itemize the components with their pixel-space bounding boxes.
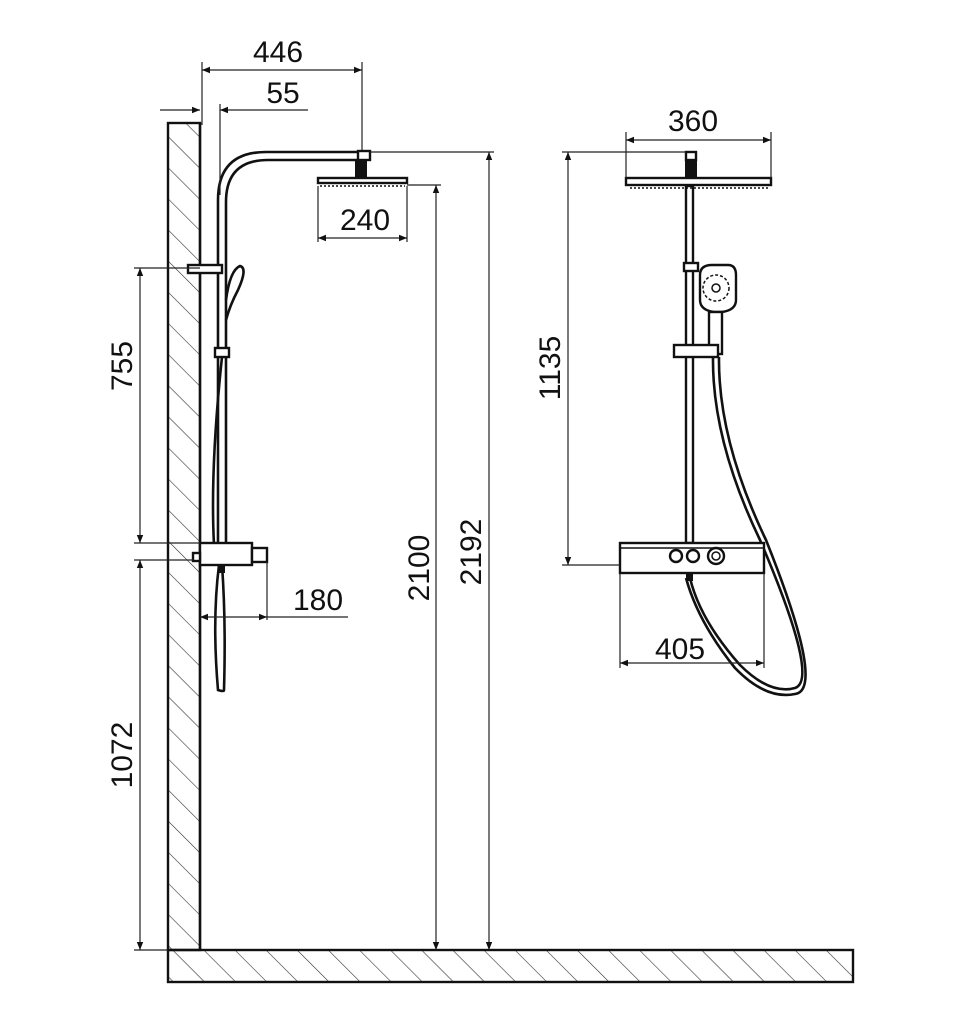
wall-mount <box>191 551 202 563</box>
dim-2192: 2192 <box>370 151 494 950</box>
rain-head-side <box>316 176 409 185</box>
thermostat-side <box>198 541 254 567</box>
dim-label: 1135 <box>534 336 567 401</box>
dim-1135: 1135 <box>534 151 686 566</box>
flow-button <box>685 548 701 564</box>
dim-label: 755 <box>106 341 139 391</box>
wall <box>166 121 202 952</box>
dim-755: 755 <box>106 267 200 544</box>
head-connector <box>355 161 367 177</box>
dim-label: 240 <box>340 204 390 237</box>
hand-shower-side <box>224 264 245 321</box>
side-view-shower <box>186 149 409 693</box>
dim-label: 405 <box>655 633 705 666</box>
dim-446: 446 <box>201 36 363 150</box>
dim-label: 55 <box>266 77 299 110</box>
rain-head-front <box>624 176 773 187</box>
dim-label: 2192 <box>455 519 488 586</box>
head-connector-cap <box>684 150 698 162</box>
dim-label: 2100 <box>403 535 436 602</box>
hose-outlet <box>686 573 693 581</box>
rail-holder <box>672 343 720 359</box>
floor <box>166 123 855 984</box>
rail-holder <box>213 346 231 359</box>
dim-360: 360 <box>625 105 772 178</box>
dim-label: 360 <box>668 105 718 138</box>
riser-pole <box>684 184 695 545</box>
dim-label: 180 <box>293 584 343 617</box>
dim-405: 405 <box>619 573 765 668</box>
slider-bracket <box>186 263 224 275</box>
diverter-button <box>668 548 684 564</box>
dim-240: 240 <box>317 186 408 242</box>
dim-2100: 2100 <box>403 184 441 950</box>
hand-shower-front <box>698 263 738 314</box>
temperature-knob <box>706 546 726 566</box>
front-view-shower <box>618 150 807 697</box>
dim-180: 180 <box>200 562 348 621</box>
dim-label: 446 <box>253 36 303 69</box>
arm-end-cap <box>356 149 372 162</box>
head-connector <box>685 160 697 178</box>
thermostat-knob-side <box>250 546 269 564</box>
dim-label: 1072 <box>106 722 139 789</box>
slider <box>682 261 700 273</box>
dim-1072: 1072 <box>106 559 193 951</box>
hose-outlet <box>219 565 225 573</box>
dim-55: 55 <box>160 77 308 195</box>
